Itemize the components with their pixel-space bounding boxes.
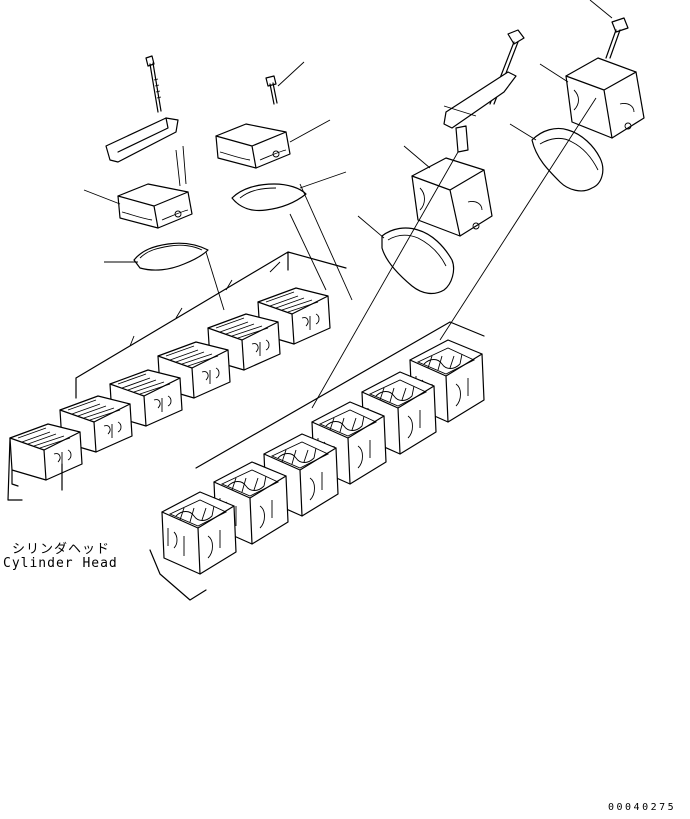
second-cover-assembly [215, 61, 353, 301]
drawing-number: 00040275 [608, 802, 677, 813]
third-cover-assembly [311, 29, 525, 409]
right-cylinder-head-row [149, 321, 485, 601]
fourth-cover-assembly [439, 0, 645, 341]
section-title-english: Cylinder Head [3, 556, 118, 571]
left-cylinder-head-row [7, 251, 347, 501]
left-cover-assembly [83, 55, 225, 311]
section-title-japanese: シリンダヘッド [12, 542, 111, 557]
